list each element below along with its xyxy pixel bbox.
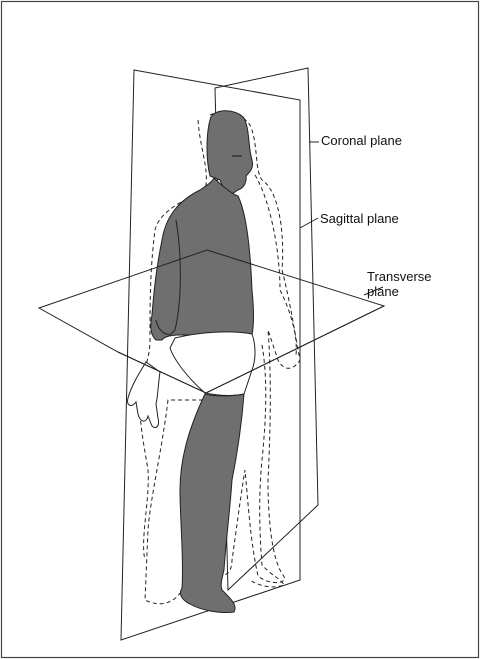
figure-torso xyxy=(151,178,254,340)
transverse-plane-label: Transverse plane xyxy=(367,269,432,299)
figure-leg xyxy=(180,394,244,613)
ghost-leg xyxy=(250,345,284,587)
sagittal-plane-label: Sagittal plane xyxy=(320,211,399,226)
sagittal-leader-line xyxy=(300,218,318,228)
coronal-plane-label: Coronal plane xyxy=(321,133,402,148)
figure-hand xyxy=(128,362,160,428)
figure-briefs xyxy=(170,332,255,396)
transverse-plane-label-line1: Transverse xyxy=(367,269,432,284)
transverse-plane-label-line2: plane xyxy=(367,284,432,299)
